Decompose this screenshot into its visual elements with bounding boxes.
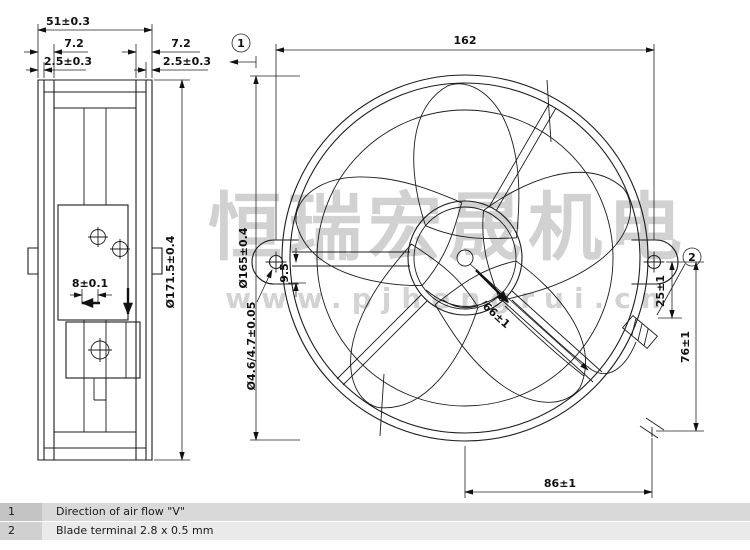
rotation-direction-arrow [475,269,509,303]
housing-profile [37,79,153,461]
dim-depth: 51±0.3 [46,15,90,28]
dim-line-terminal-radius [469,263,589,371]
dim-hole-diameter: Ø4.6/4.7±0.05 [245,302,258,391]
fan-technical-drawing: 恒瑞宏晟机电 www.pjhengrui.cn 51±0.3 [24,15,704,498]
support-struts [292,103,603,386]
watermark: 恒瑞宏晟机电 www.pjhengrui.cn [208,185,688,315]
dim-flange-left: 7.2 [64,37,84,50]
cable-exit-detail [639,417,665,439]
cable-exit-lines [93,378,107,401]
blade-terminal [621,314,659,350]
impeller-profile [83,108,107,432]
inner-ring-circle [289,82,641,434]
dim-lip-right: 2.5±0.3 [163,55,211,68]
strut-lower-left [336,294,428,386]
terminal-marker-leader [656,263,686,316]
dim-terminal-offset: 25±1 [654,275,667,307]
legend-item-description: Blade terminal 2.8 x 0.5 mm [42,522,750,540]
legend-table: 1 Direction of air flow "V" 2 Blade term… [0,503,750,540]
hub-inner-circle [413,206,517,310]
dim-tab-offset: 9.5 [278,263,291,283]
mounting-tab-left-profile [27,247,39,275]
outer-ring-circle [281,74,649,442]
airflow-marker-number: 1 [237,37,245,50]
legend-item-number: 2 [0,522,42,540]
dim-cable-exit-vertical: 76±1 [679,331,692,363]
legend-item-number: 1 [0,503,42,521]
dim-outer-diameter: Ø171.5±0.4 [164,235,177,308]
strut-left [292,251,410,267]
legend-row-terminal: 2 Blade terminal 2.8 x 0.5 mm [0,522,750,540]
dim-cable-offset: 8±0.1 [72,277,108,290]
dim-flange-right: 7.2 [171,37,191,50]
terminal-screw-upper [88,227,108,247]
housing-seams [379,79,552,437]
terminal-screw-lower [110,239,130,259]
mounting-tab-left [251,239,299,285]
shaft-circle [456,249,474,267]
ground-screw [88,338,112,362]
legend-item-description: Direction of air flow "V" [42,503,750,521]
side-view-dimensions: 51±0.3 7.2 2.5±0.3 7.2 2.5±0.3 Ø171.5±0.… [24,15,211,461]
hub-circle [407,200,523,316]
strut-cable-guide [502,290,603,383]
terminal-marker-number: 2 [688,251,696,264]
airflow-marker: 1 [229,33,257,68]
venturi-circle [316,109,614,407]
dim-diameter: Ø165±0.4 [237,227,250,288]
lead-wires [504,299,637,377]
airflow-marker-circle [231,33,251,53]
dim-hole-spacing: 162 [454,34,477,47]
dim-lip-left: 2.5±0.3 [44,55,92,68]
terminal-marker-circle [682,247,702,267]
motor-body [57,204,129,321]
leader-hole-diameter [256,269,273,303]
dim-cable-exit-horizontal: 86±1 [544,477,576,490]
hub-detail-arcs [425,289,505,309]
terminal-marker: 2 [656,247,702,316]
watermark-company-text: 恒瑞宏晟机电 [208,185,688,271]
strut-upper-right [488,103,557,212]
side-view: 51±0.3 7.2 2.5±0.3 7.2 2.5±0.3 Ø171.5±0.… [24,15,211,461]
legend-row-airflow: 1 Direction of air flow "V" [0,503,750,521]
terminal-box [65,321,141,379]
mounting-tab-right-profile [151,247,163,275]
